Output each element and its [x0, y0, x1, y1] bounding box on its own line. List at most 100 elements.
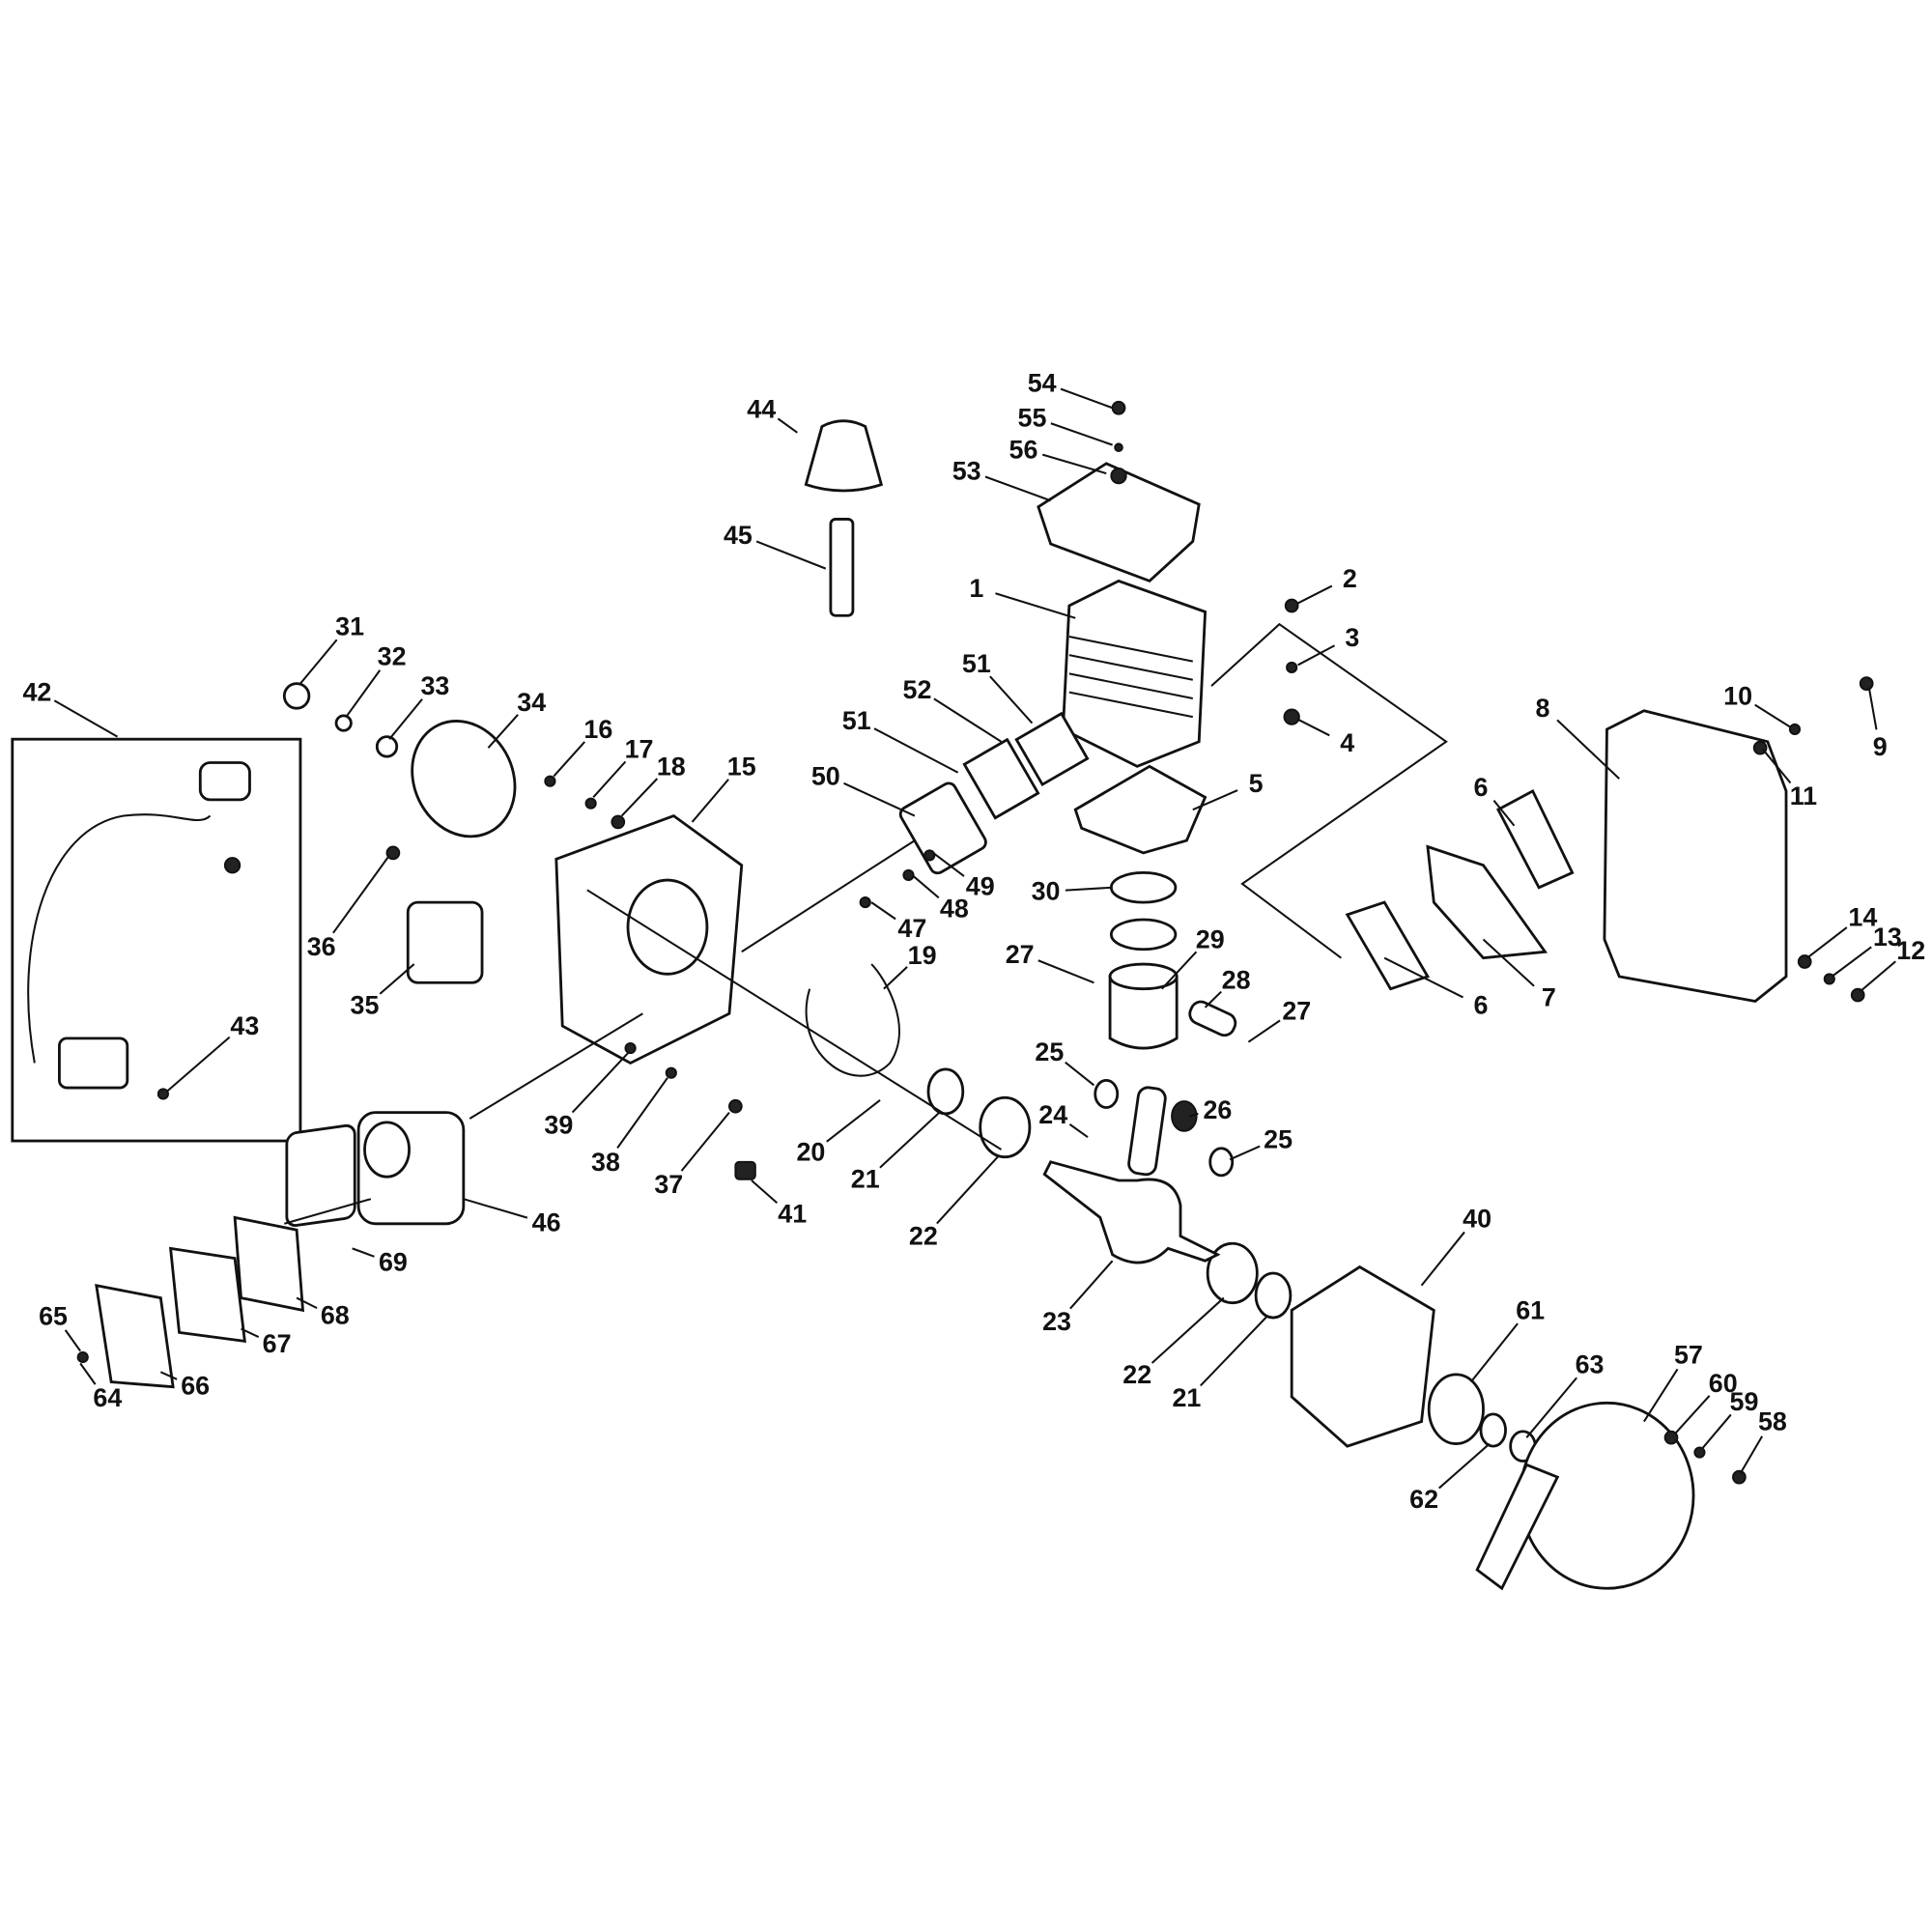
part-number-label: 21 — [851, 1165, 880, 1194]
connecting-rod — [1127, 1086, 1167, 1177]
washer — [1479, 1412, 1507, 1448]
part-number-label: 9 — [1873, 732, 1888, 761]
part-number-label: 40 — [1463, 1205, 1492, 1234]
muffler-gasket — [1495, 789, 1575, 890]
part-number-label: 3 — [1345, 623, 1359, 652]
part-number-label: 53 — [952, 456, 981, 485]
filter-gasket — [233, 1215, 305, 1313]
leader-line — [870, 901, 896, 921]
part-number-label: 1 — [969, 574, 983, 603]
leader-line — [680, 1111, 730, 1172]
leader-line — [1860, 960, 1896, 993]
leader-line — [873, 727, 959, 774]
part-number-label: 34 — [517, 688, 546, 717]
leader-line — [388, 698, 423, 740]
leader-line — [911, 874, 940, 899]
part-number-label: 31 — [335, 612, 364, 641]
leader-line — [379, 963, 415, 995]
assembly-bracket-line — [1210, 622, 1448, 959]
cylinder-gasket — [1073, 764, 1208, 855]
leader-line — [1556, 719, 1620, 780]
leader-line — [592, 760, 627, 799]
part-number-label: 62 — [1409, 1485, 1438, 1514]
part-number-label: 56 — [1009, 436, 1038, 465]
leader-line — [553, 741, 586, 778]
leader-line — [755, 540, 827, 570]
insulator — [962, 737, 1040, 820]
part-number-label: 68 — [321, 1300, 350, 1329]
piston — [1108, 975, 1179, 1050]
leader-line — [463, 1198, 528, 1219]
part-number-label: 12 — [1896, 936, 1925, 965]
leader-line — [241, 1327, 260, 1338]
crankcase-bore — [626, 878, 709, 976]
leader-line — [1383, 956, 1464, 999]
leader-line — [620, 778, 659, 817]
leader-line — [1420, 1231, 1465, 1287]
part-number-label: 19 — [908, 941, 937, 970]
part-number-label: 2 — [1343, 564, 1357, 593]
leader-line — [1482, 938, 1535, 987]
part-number-label: 46 — [532, 1208, 561, 1236]
air-filter-cover — [95, 1284, 175, 1389]
leader-line — [1761, 748, 1792, 784]
leader-line — [1065, 1061, 1095, 1087]
leader-line — [1297, 584, 1333, 605]
leader-line — [79, 1362, 97, 1385]
leader-line — [933, 697, 1003, 743]
part-number-label: 22 — [1122, 1360, 1151, 1389]
leader-line — [1674, 1395, 1711, 1435]
part-number-label: 47 — [897, 914, 926, 943]
part-number-label: 59 — [1730, 1387, 1759, 1416]
leader-line — [1739, 1435, 1764, 1474]
leader-line — [1831, 946, 1872, 978]
part-number-label: 39 — [544, 1110, 573, 1139]
part-number-label: 42 — [22, 678, 51, 707]
part-number-label: 57 — [1674, 1340, 1703, 1369]
fuel-pump — [406, 900, 484, 984]
part-number-label: 8 — [1535, 694, 1549, 723]
leader-line — [1060, 387, 1113, 410]
piston-top — [1108, 962, 1179, 991]
parts — [11, 400, 1874, 1591]
cylinder — [1061, 579, 1208, 768]
leader-line — [1037, 959, 1094, 984]
part-number-label: 25 — [1264, 1125, 1293, 1154]
flywheel — [411, 720, 517, 838]
rubber-boot — [804, 419, 884, 493]
part-number-label: 41 — [778, 1200, 807, 1229]
cylinder-cover — [1037, 462, 1201, 583]
part-number-label: 22 — [909, 1222, 938, 1251]
needle-bearing — [1171, 1100, 1198, 1132]
part-number-label: 20 — [796, 1138, 825, 1167]
part-number-label: 13 — [1873, 923, 1902, 952]
part-number-label: 38 — [591, 1148, 620, 1177]
leader-line — [826, 1099, 881, 1143]
part-number-label: 61 — [1516, 1295, 1545, 1324]
part-number-label: 27 — [1282, 997, 1311, 1026]
leader-line — [989, 675, 1034, 724]
leader-line — [1701, 1413, 1732, 1450]
cylinder-fins — [1068, 635, 1194, 719]
part-number-label: 65 — [39, 1302, 68, 1331]
part-number-label: 54 — [1028, 369, 1057, 398]
part-number-label: 24 — [1038, 1100, 1067, 1129]
bearing — [979, 1095, 1032, 1159]
leader-line — [616, 1077, 668, 1149]
leader-line — [166, 1036, 231, 1093]
leader-line — [1068, 1123, 1089, 1139]
part-number-label: 5 — [1249, 769, 1264, 798]
part-number-label: 36 — [307, 932, 336, 961]
leader-line — [1754, 703, 1791, 728]
part-number-label: 58 — [1758, 1406, 1787, 1435]
leader-line — [1247, 1019, 1281, 1043]
part-number-label: 60 — [1709, 1369, 1738, 1398]
leader-line — [1041, 453, 1107, 475]
leader-line — [1065, 886, 1113, 892]
part-number-label: 55 — [1018, 403, 1047, 432]
part-number-label: 69 — [379, 1247, 408, 1276]
part-number-label: 37 — [654, 1170, 683, 1199]
